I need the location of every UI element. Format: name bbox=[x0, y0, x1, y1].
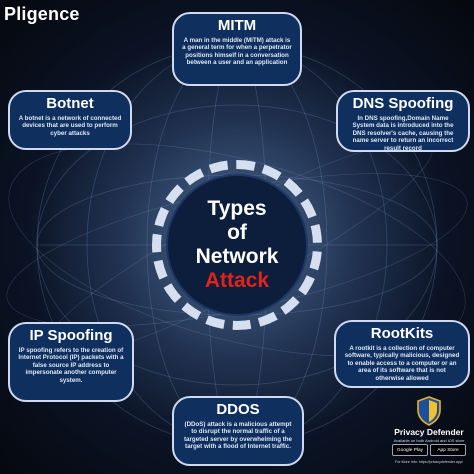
card-dns-title: DNS Spoofing bbox=[352, 95, 454, 112]
center-circle bbox=[166, 174, 308, 316]
card-ip-desc: IP spoofing refers to the creation of In… bbox=[18, 347, 124, 384]
card-botnet: Botnet A botnet is a network of connecte… bbox=[8, 90, 132, 150]
card-rootkits-desc: A rootkit is a collection of computer so… bbox=[344, 345, 460, 382]
privacy-defender-badge: Privacy Defender Available on both Andro… bbox=[386, 396, 472, 472]
card-mitm: MITM A man in the middle (MITM) attack i… bbox=[172, 12, 302, 86]
google-play-button[interactable]: Google Play bbox=[392, 444, 428, 456]
center-line-attack: Attack bbox=[204, 269, 270, 292]
card-ip-spoofing: IP Spoofing IP spoofing refers to the cr… bbox=[8, 322, 134, 402]
card-ip-title: IP Spoofing bbox=[29, 327, 113, 344]
card-dns-spoofing: DNS Spoofing In DNS spoofing,Domain Name… bbox=[336, 90, 470, 152]
more-info-link[interactable]: For More Info: https://privacydefender.a… bbox=[395, 460, 463, 464]
center-line-types: Types bbox=[207, 197, 267, 220]
card-ddos: DDOS (DDoS) attack is a malicious attemp… bbox=[172, 396, 304, 466]
card-botnet-desc: A botnet is a network of connected devic… bbox=[18, 115, 122, 137]
card-ddos-desc: (DDoS) attack is a malicious attempt to … bbox=[184, 421, 292, 451]
card-dns-desc: In DNS spoofing,Domain Name System data … bbox=[352, 115, 454, 152]
card-mitm-title: MITM bbox=[217, 17, 257, 34]
card-rootkits-title: RootKits bbox=[370, 325, 434, 342]
availability-text: Available on both Android and iOS store bbox=[393, 438, 465, 443]
center-line-of: of bbox=[227, 221, 247, 244]
center-line-network: Network bbox=[195, 245, 279, 268]
card-botnet-title: Botnet bbox=[46, 95, 94, 112]
shield-icon bbox=[417, 396, 441, 426]
card-rootkits: RootKits A rootkit is a collection of co… bbox=[334, 320, 470, 388]
card-ddos-title: DDOS bbox=[216, 401, 260, 418]
app-store-button[interactable]: App Store bbox=[430, 444, 466, 456]
center-title: Types of Network Attack bbox=[166, 174, 308, 316]
brand-logo: Pligence bbox=[4, 4, 80, 24]
center-dashed-ring bbox=[152, 160, 322, 330]
card-mitm-desc: A man in the middle (MITM) attack is a g… bbox=[182, 37, 292, 67]
privacy-defender-name: Privacy Defender bbox=[394, 427, 464, 437]
